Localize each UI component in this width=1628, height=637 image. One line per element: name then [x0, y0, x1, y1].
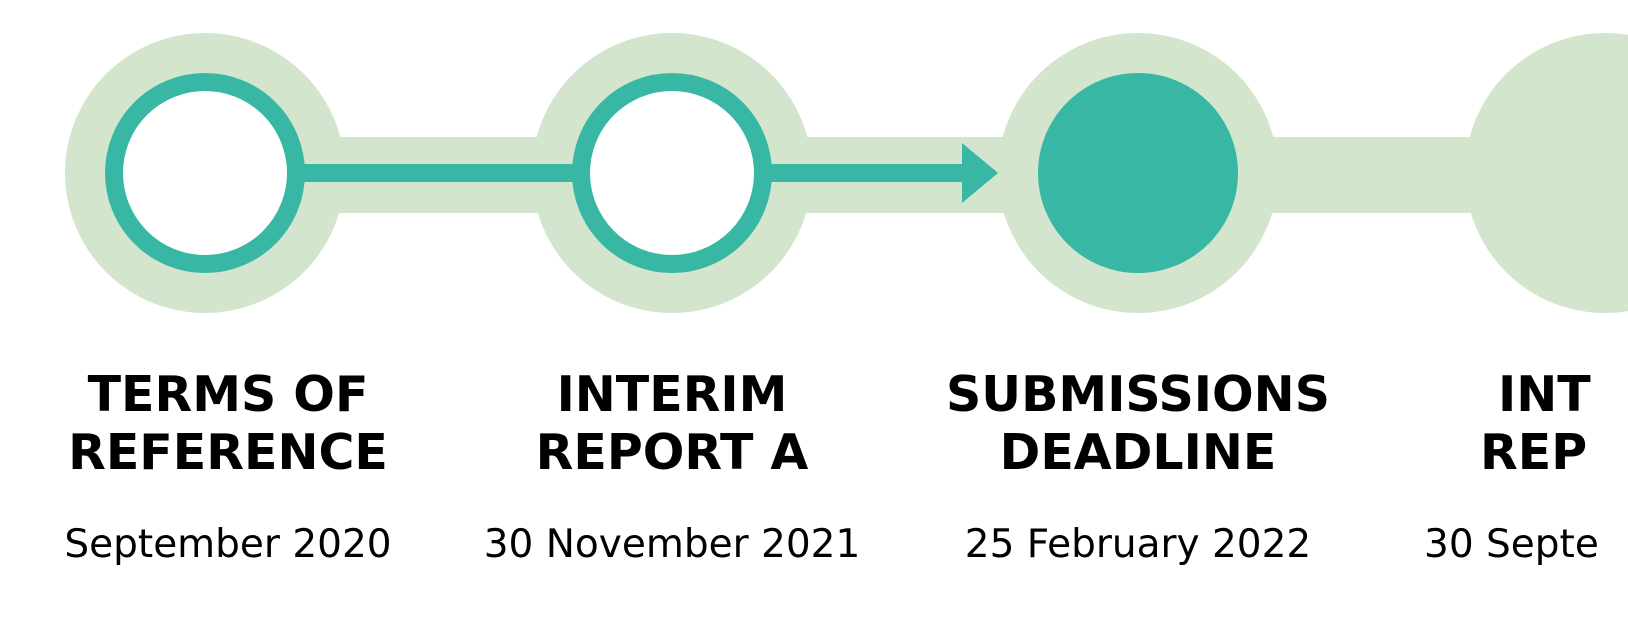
milestone-date-submissions-deadline: 25 February 2022: [964, 522, 1312, 567]
progress-line-segment-2: [766, 164, 966, 182]
progress-line-segment-1: [300, 164, 578, 182]
milestone-title-line: TERMS OF: [87, 366, 369, 423]
milestone-title-terms-of-reference: TERMS OF REFERENCE: [28, 366, 428, 482]
milestone-title-line: INTERIM: [556, 366, 788, 423]
milestone-title-line: REFERENCE: [68, 424, 388, 481]
milestone-title-line: SUBMISSIONS: [946, 366, 1330, 423]
milestone-title-submissions-deadline: SUBMISSIONS DEADLINE: [938, 366, 1338, 482]
milestone-title-line: INT: [1498, 366, 1591, 423]
milestone-title-line: DEADLINE: [999, 424, 1277, 481]
milestone-title-line: REPORT A: [535, 424, 809, 481]
milestone-marker-interim-report-a: [572, 73, 772, 273]
milestone-title-line: REP: [1480, 424, 1588, 481]
milestone-marker-terms-of-reference: [105, 73, 305, 273]
milestone-date-interim-report-b: 30 Septe: [1424, 522, 1599, 567]
milestone-date-terms-of-reference: September 2020: [64, 522, 392, 567]
milestone-halo-interim-report-b: [1465, 33, 1628, 313]
milestone-title-interim-report-b: INT REP: [1480, 366, 1628, 482]
progress-arrow-icon: [962, 143, 998, 203]
milestone-marker-submissions-deadline: [1038, 73, 1238, 273]
milestone-date-interim-report-a: 30 November 2021: [483, 522, 861, 567]
milestone-title-interim-report-a: INTERIM REPORT A: [472, 366, 872, 482]
